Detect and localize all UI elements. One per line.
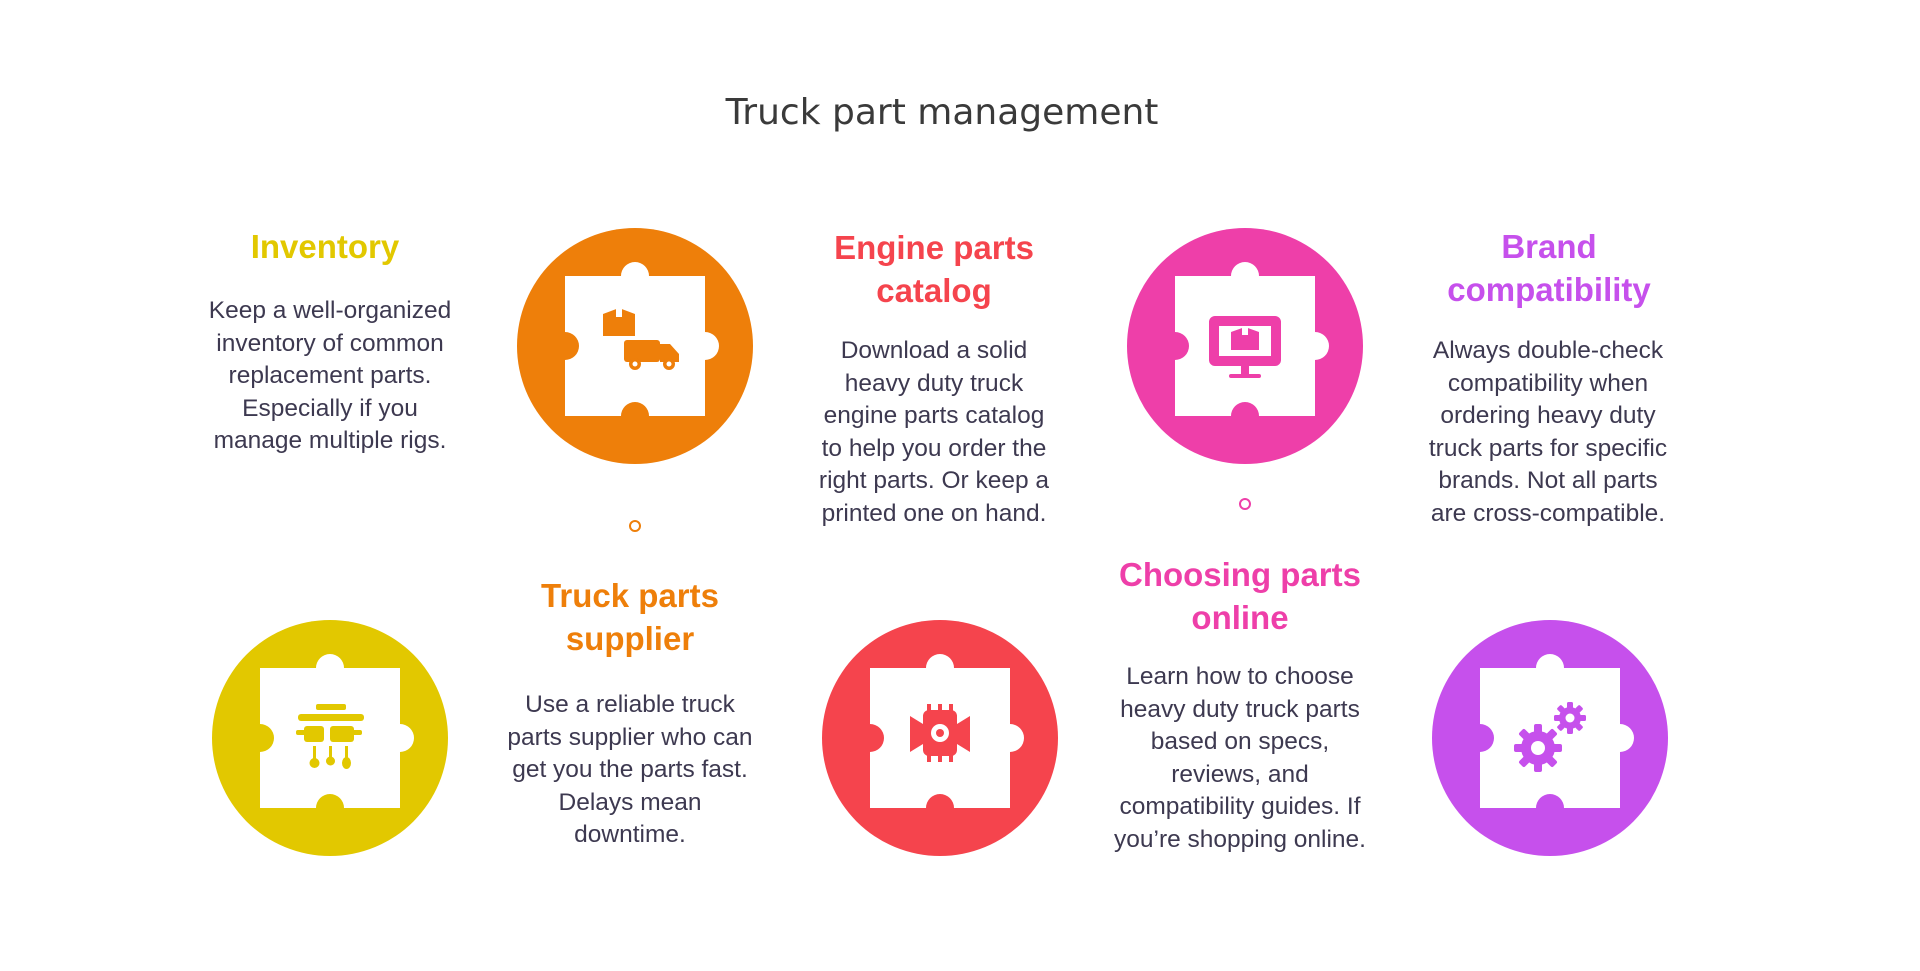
- supplier-heading: Truck parts supplier: [541, 577, 719, 657]
- delivery-truck-icon: [603, 308, 679, 370]
- catalog-puzzle-circle: [822, 620, 1058, 856]
- supplier-description: Use a reliable truck parts supplier who …: [507, 691, 753, 848]
- online-connector-dot: [1239, 498, 1251, 510]
- catalog-description: Download a solid heavy duty truck engine…: [818, 337, 1050, 527]
- brand-puzzle-circle: [1432, 620, 1668, 856]
- gears-icon: [1514, 702, 1586, 772]
- online-shopping-icon: [1209, 316, 1281, 378]
- inventory-heading: Inventory: [250, 228, 400, 265]
- supplier-puzzle-circle: [517, 228, 753, 464]
- engine-icon: [910, 704, 970, 762]
- brand-description: Always double-check compatibility when o…: [1428, 337, 1668, 527]
- inventory-puzzle-circle: [212, 620, 448, 856]
- inventory-description: Keep a well-organized inventory of commo…: [208, 297, 452, 454]
- supplier-connector-dot: [629, 520, 641, 532]
- online-heading: Choosing parts online: [1118, 556, 1361, 636]
- page-title: Truck part management: [725, 92, 1159, 133]
- brand-heading: Brand compatibility: [1447, 228, 1651, 308]
- cookware-icon: [296, 704, 364, 769]
- online-description: Learn how to choose heavy duty truck par…: [1114, 663, 1366, 853]
- online-puzzle-circle: [1127, 228, 1363, 464]
- catalog-heading: Engine parts catalog: [834, 229, 1034, 309]
